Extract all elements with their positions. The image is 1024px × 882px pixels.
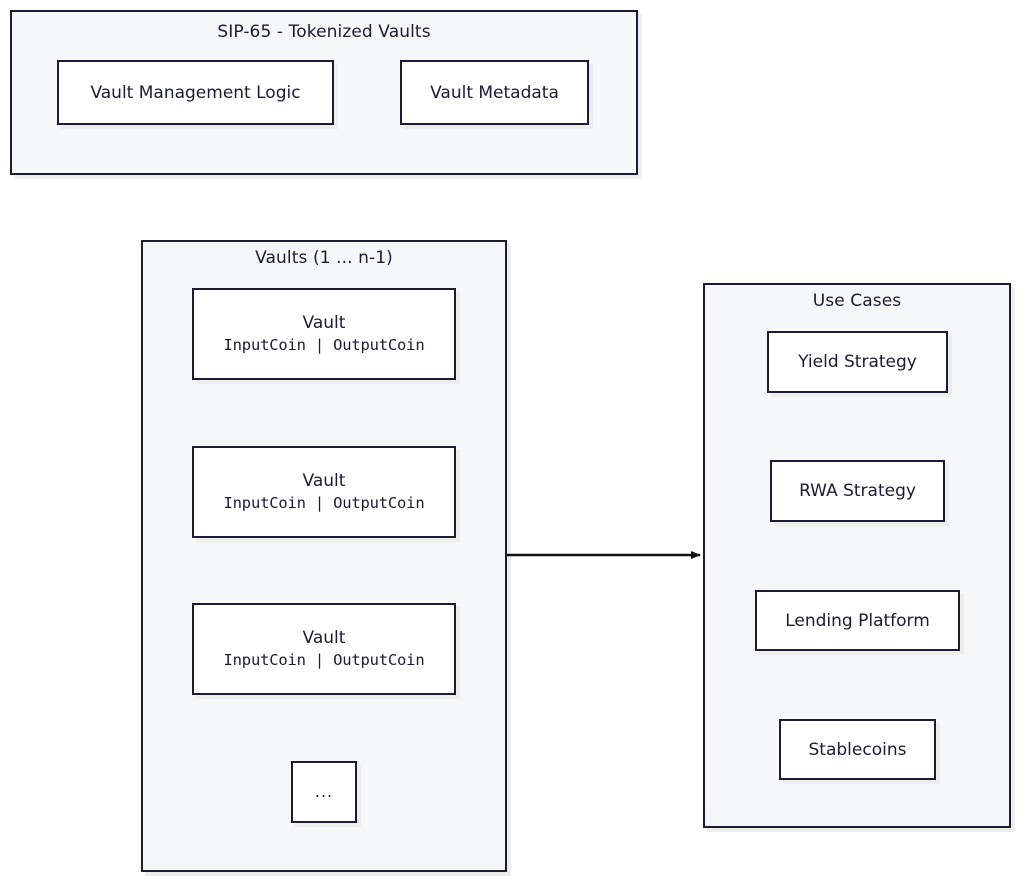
node-stablecoins-label: Stablecoins bbox=[808, 739, 907, 760]
node-vault-3-title: Vault bbox=[302, 628, 346, 648]
node-vault-2-title: Vault bbox=[302, 471, 346, 491]
node-rwa-strategy[interactable]: RWA Strategy bbox=[770, 460, 945, 522]
cluster-sip65-title: SIP-65 - Tokenized Vaults bbox=[217, 22, 431, 42]
node-vault-management-logic-label: Vault Management Logic bbox=[90, 82, 301, 103]
node-vault-1-coins: InputCoin | OutputCoin bbox=[223, 336, 425, 354]
node-lending-platform-label: Lending Platform bbox=[785, 610, 930, 631]
node-yield-strategy-label: Yield Strategy bbox=[798, 352, 917, 372]
node-vault-ellipsis[interactable]: ... bbox=[291, 761, 357, 823]
node-vault-management-logic[interactable]: Vault Management Logic bbox=[57, 60, 334, 125]
node-vault-2[interactable]: Vault InputCoin | OutputCoin bbox=[192, 446, 456, 538]
node-vault-ellipsis-label: ... bbox=[314, 782, 334, 801]
cluster-use-cases-title: Use Cases bbox=[812, 291, 902, 311]
node-vault-metadata[interactable]: Vault Metadata bbox=[400, 60, 589, 125]
node-vault-1-title: Vault bbox=[302, 313, 346, 333]
node-vault-1[interactable]: Vault InputCoin | OutputCoin bbox=[192, 288, 456, 380]
cluster-vaults-title: Vaults (1 ... n-1) bbox=[255, 248, 393, 268]
node-vault-3[interactable]: Vault InputCoin | OutputCoin bbox=[192, 603, 456, 695]
node-vault-3-coins: InputCoin | OutputCoin bbox=[223, 651, 425, 669]
node-rwa-strategy-label: RWA Strategy bbox=[799, 481, 916, 501]
node-vault-metadata-label: Vault Metadata bbox=[430, 82, 559, 103]
node-vault-2-coins: InputCoin | OutputCoin bbox=[223, 494, 425, 512]
node-stablecoins[interactable]: Stablecoins bbox=[779, 719, 936, 780]
node-yield-strategy[interactable]: Yield Strategy bbox=[767, 331, 948, 393]
node-lending-platform[interactable]: Lending Platform bbox=[755, 590, 960, 651]
